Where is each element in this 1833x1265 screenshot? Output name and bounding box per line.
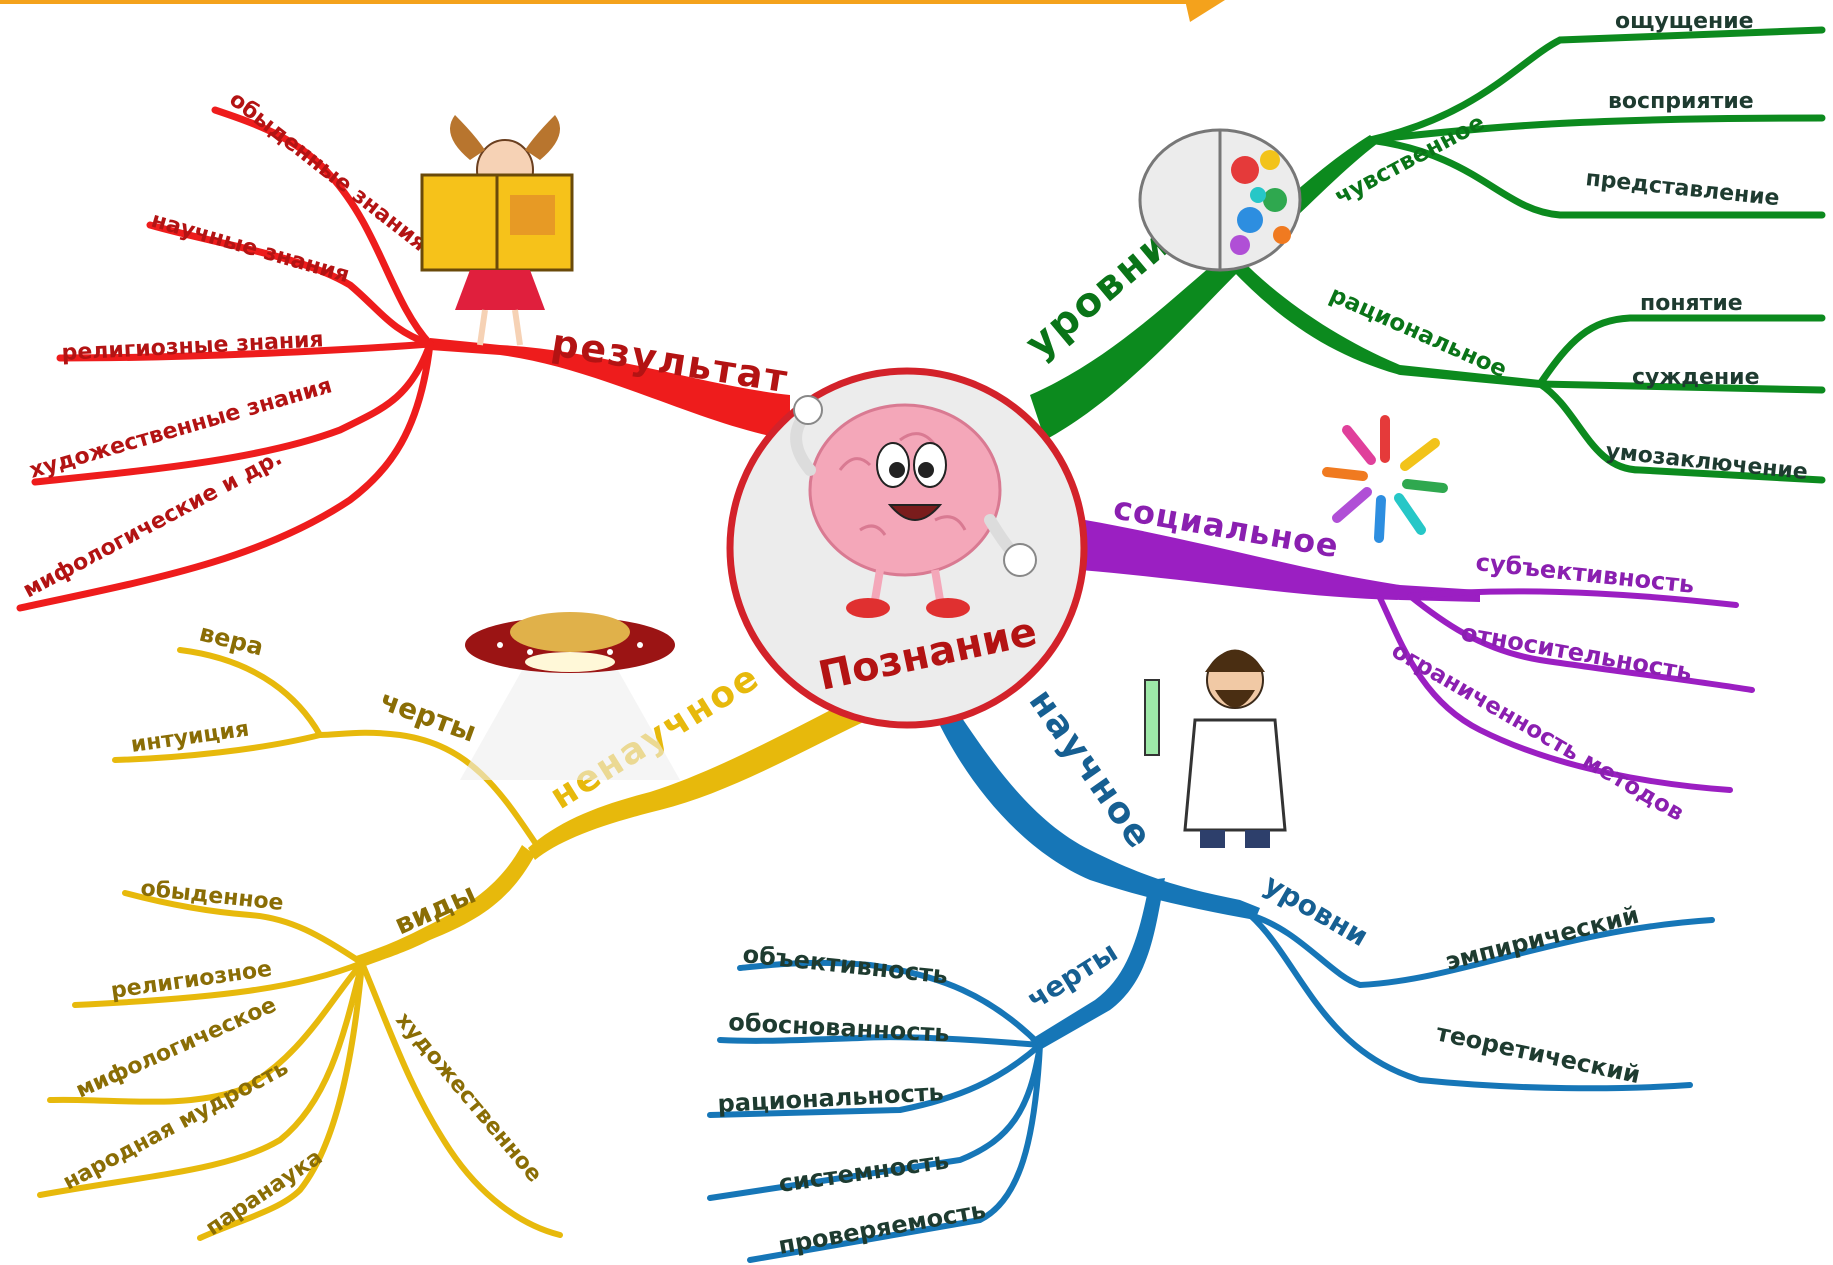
leaf-rationality: рациональность: [717, 1078, 945, 1118]
brain-mascot-icon: [790, 395, 1037, 618]
ufo-icon: [460, 612, 680, 780]
scientist-icon: [1144, 649, 1287, 848]
branch-nonscientific: ненаучное черты вера интуиция виды обыде…: [37, 619, 890, 1241]
leaf-relativity: относительность: [1459, 618, 1694, 686]
leaf-result-religious: религиозные знания: [61, 327, 324, 366]
leaf-result-scientific: научные знания: [148, 208, 352, 288]
leaf-empirical: эмпирический: [1443, 901, 1642, 976]
leaf-kind-artistic: художественное: [390, 1008, 546, 1187]
leaf-systematicity: системность: [777, 1146, 951, 1198]
leaf-judgment: суждение: [1632, 365, 1760, 390]
leaf-theoretical: теоретический: [1434, 1018, 1643, 1089]
leaf-sensation: ощущение: [1615, 9, 1754, 34]
girl-reading-book-icon: [420, 115, 574, 346]
branch-result: результат обыденные знания научные знани…: [16, 87, 792, 612]
people-circle-icon: [1322, 415, 1448, 543]
center-node: Познание: [726, 367, 1088, 729]
leaf-verifiability: проверяемость: [776, 1196, 988, 1260]
top-accent-arrow: [0, 0, 1225, 22]
leaf-inference: умозаключение: [1604, 439, 1809, 485]
leaf-result-everyday: обыденные знания: [224, 87, 431, 257]
branch-levels: уровни чувственное рациональное ощущение…: [1017, 9, 1826, 485]
colorful-brain-icon: [1138, 128, 1302, 272]
branch-social: социальное субъективность относительност…: [1080, 488, 1755, 827]
leaf-perception: восприятие: [1608, 89, 1754, 114]
leaf-objectivity: объективность: [741, 940, 949, 989]
leaf-concept: понятие: [1640, 291, 1743, 316]
leaf-representation: представление: [1584, 166, 1780, 211]
leaf-kind-pseudoscience: паранаука: [201, 1145, 327, 1241]
